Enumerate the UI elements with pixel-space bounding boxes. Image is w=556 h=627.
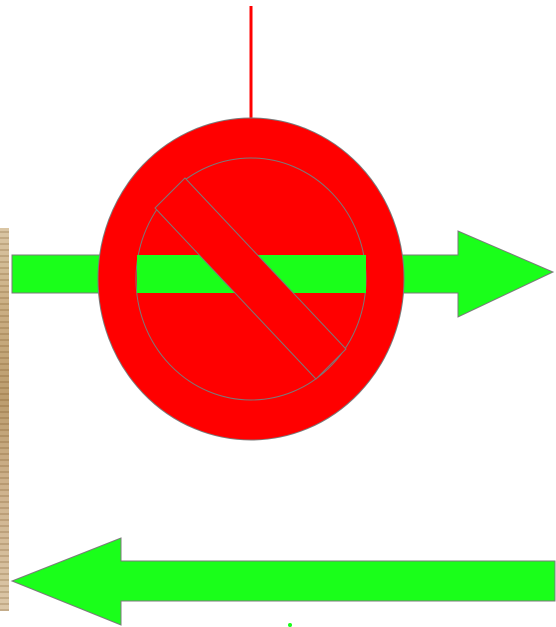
bottom-arrow-left-icon (12, 538, 555, 625)
small-green-dot (288, 623, 292, 627)
prohibition-sign-icon (98, 6, 404, 440)
bottom-arrow-shape (12, 538, 555, 625)
